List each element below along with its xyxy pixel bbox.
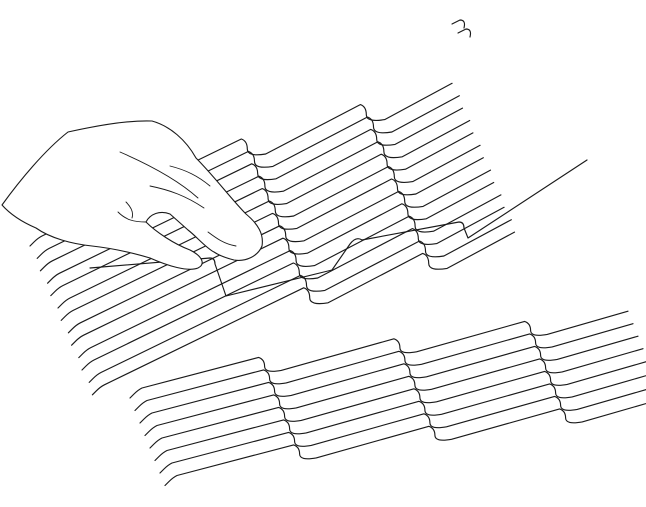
lower-wire-strand	[155, 374, 646, 461]
upper-hook-loop	[452, 20, 465, 28]
lower-wire-strand	[165, 399, 646, 486]
hand-illustration	[2, 121, 262, 269]
lower-belt-section	[130, 311, 646, 485]
lower-wire-strand	[160, 386, 646, 473]
upper-hook-loop	[458, 29, 471, 37]
hand-outline	[2, 121, 262, 269]
